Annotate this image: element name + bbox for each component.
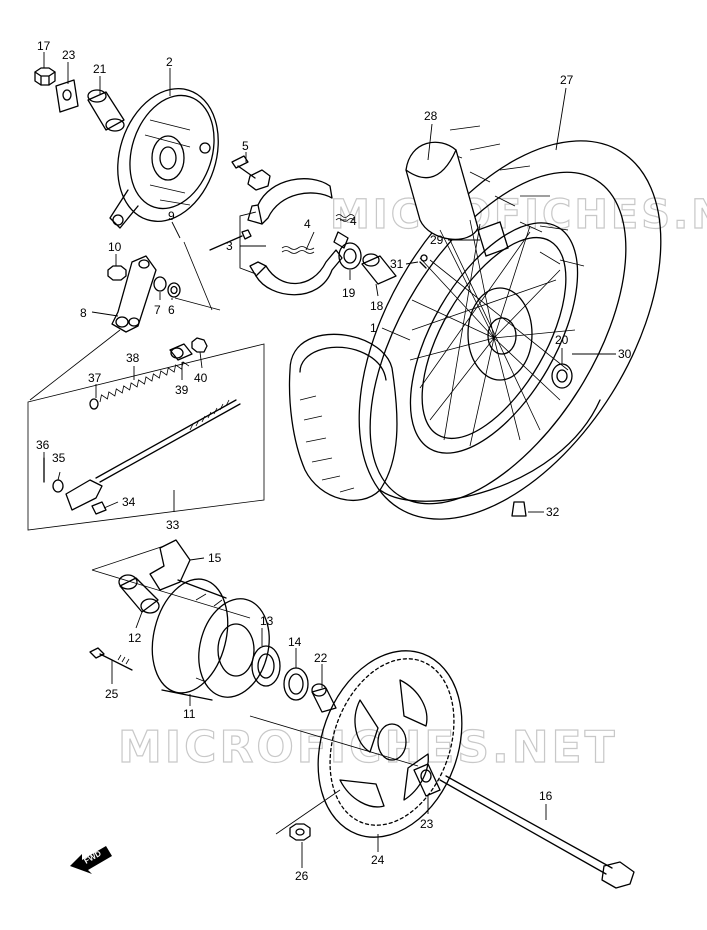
part-40-nut	[191, 337, 208, 353]
callout-7: 7	[154, 303, 161, 317]
part-26-nut	[289, 823, 311, 841]
callout-35: 35	[52, 451, 66, 465]
part-4-springs	[281, 214, 355, 254]
part-18-spacer	[361, 253, 397, 285]
callout-28: 28	[424, 109, 438, 123]
callout-30: 30	[618, 347, 632, 361]
callout-31: 31	[390, 257, 404, 271]
part-22-spacer	[311, 683, 337, 713]
part-17-nut	[34, 67, 56, 86]
callout-26: 26	[295, 869, 309, 883]
callout-1: 1	[370, 321, 377, 335]
callout-25: 25	[105, 687, 119, 701]
watermark-top: MICROFICHES.NET	[330, 192, 707, 238]
part-10-nut	[107, 265, 127, 281]
part-24-sprocket	[317, 650, 463, 838]
part-20-bearing	[551, 363, 573, 389]
part-28-tube	[405, 141, 479, 240]
part-16-axle	[439, 775, 635, 889]
callout-34: 34	[122, 495, 136, 509]
part-11-sprocket-drum	[151, 578, 270, 701]
part-23-chain-adjuster	[413, 763, 441, 797]
callout-36: 36	[36, 438, 50, 452]
callout-10: 10	[108, 240, 122, 254]
callout-29: 29	[430, 233, 444, 247]
callout-15: 15	[208, 551, 222, 565]
callout-12: 12	[128, 631, 142, 645]
callout-5: 5	[242, 139, 249, 153]
part-37-washer	[89, 398, 99, 410]
part-34-pin	[91, 501, 107, 515]
part-12-spacer	[118, 574, 160, 614]
part-35-washer	[52, 479, 64, 493]
part-23-bracket	[55, 79, 79, 113]
part-30-tire	[288, 333, 601, 502]
callout-13: 13	[260, 614, 274, 628]
callout-4-right: 4	[350, 214, 357, 228]
callout-8: 8	[80, 306, 87, 320]
callout-4-left: 4	[304, 217, 311, 231]
callout-6: 6	[168, 303, 175, 317]
callout-24: 24	[371, 853, 385, 867]
part-39-joint	[169, 343, 193, 361]
callout-23-top: 23	[62, 48, 76, 62]
part-5-brake-cam	[231, 155, 271, 191]
callout-33: 33	[166, 518, 180, 532]
part-13-bearing	[251, 645, 281, 687]
callout-39: 39	[175, 383, 189, 397]
part-31-valve	[419, 254, 428, 269]
part-8-torque-arm	[111, 255, 157, 333]
callout-27: 27	[560, 73, 574, 87]
part-32-valve-cap	[511, 501, 527, 517]
callout-19: 19	[342, 286, 356, 300]
part-2-brake-panel	[109, 87, 219, 229]
callout-22: 22	[314, 651, 328, 665]
callout-40: 40	[194, 371, 208, 385]
part-38-spring	[99, 361, 190, 403]
callout-21: 21	[93, 62, 107, 76]
callout-23-bottom: 23	[420, 817, 434, 831]
callout-labels: 17 23 21 2 5 9 10 3 4 4 7 6 8 38 37 39 4…	[36, 39, 632, 883]
watermark-bottom: MICROFICHES.NET	[118, 722, 618, 773]
part-1-wheel-rim	[409, 219, 579, 454]
callout-14: 14	[288, 635, 302, 649]
callout-38: 38	[126, 351, 140, 365]
leader-lines	[43, 52, 616, 868]
part-6-washer	[167, 282, 181, 298]
part-19-bearing	[338, 242, 362, 270]
part-14-oil-seal	[283, 667, 309, 701]
callout-32: 32	[546, 505, 560, 519]
part-29-rim-band	[477, 221, 509, 257]
hub-box-lines	[91, 545, 419, 835]
part-9-bolt	[209, 229, 252, 251]
part-21-spacer	[87, 89, 125, 132]
fwd-arrow-icon: FWD	[70, 846, 112, 874]
callout-20: 20	[555, 333, 569, 347]
callout-9: 9	[168, 209, 175, 223]
part-7-washer	[153, 276, 167, 292]
callout-2: 2	[166, 55, 173, 69]
callout-18: 18	[370, 299, 384, 313]
callout-3: 3	[226, 239, 233, 253]
part-33-brake-rod	[65, 399, 241, 511]
part-15-bracket	[149, 539, 191, 591]
callout-37: 37	[88, 371, 102, 385]
part-25-bolt	[89, 647, 133, 671]
callout-11: 11	[183, 707, 196, 721]
callout-17: 17	[37, 39, 51, 53]
callout-16: 16	[539, 789, 553, 803]
